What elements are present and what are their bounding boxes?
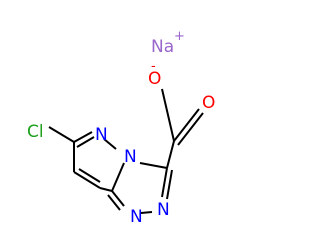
bond-nbridge-npyr (103, 138, 117, 150)
bond-nbridge-cfusion (111, 162, 125, 192)
atom-nitrogen-bridgehead: N (124, 147, 137, 167)
bond-c-c-double-a (73, 171, 101, 189)
atom-oxygen-negative: O (148, 69, 161, 89)
bond-c-cfusion (99, 187, 113, 192)
atom-chlorine: Cl (27, 122, 44, 142)
bond-c3-n-double-a (161, 167, 168, 198)
bond-n-n-triazole (140, 211, 153, 214)
charge-minus: - (151, 59, 156, 74)
atom-sodium: Na (151, 37, 174, 57)
structure-canvas: Na + O - O Cl N N N N (27, 29, 216, 227)
atom-nitrogen-pyridazine: N (95, 125, 108, 145)
bond-c-ominus (161, 88, 175, 142)
bond-c3-carboxyl (166, 140, 175, 169)
bond-n-cfusion-a (111, 190, 125, 207)
bond-c-o-double-b (177, 112, 204, 146)
bond-c-o-double-a (173, 108, 200, 142)
atom-nitrogen-triazole-bottom: N (130, 207, 143, 227)
bond-c-c-double-b (78, 168, 101, 183)
bond-c3-n-double-b (166, 169, 173, 200)
atom-oxygen-carbonyl: O (202, 93, 215, 113)
bond-c-cl (48, 126, 75, 143)
bond-npyr-ccl-b (76, 136, 95, 148)
bond-n-cfusion-b (107, 194, 121, 211)
molecule-structure: Na + O - O Cl N N N N (27, 29, 215, 227)
bond-c3-nbridge (139, 162, 168, 169)
bonds (48, 88, 204, 214)
charge-plus: + (174, 29, 185, 44)
atom-nitrogen-triazole-right: N (157, 200, 170, 220)
bond-npyr-ccl-a (73, 131, 93, 143)
